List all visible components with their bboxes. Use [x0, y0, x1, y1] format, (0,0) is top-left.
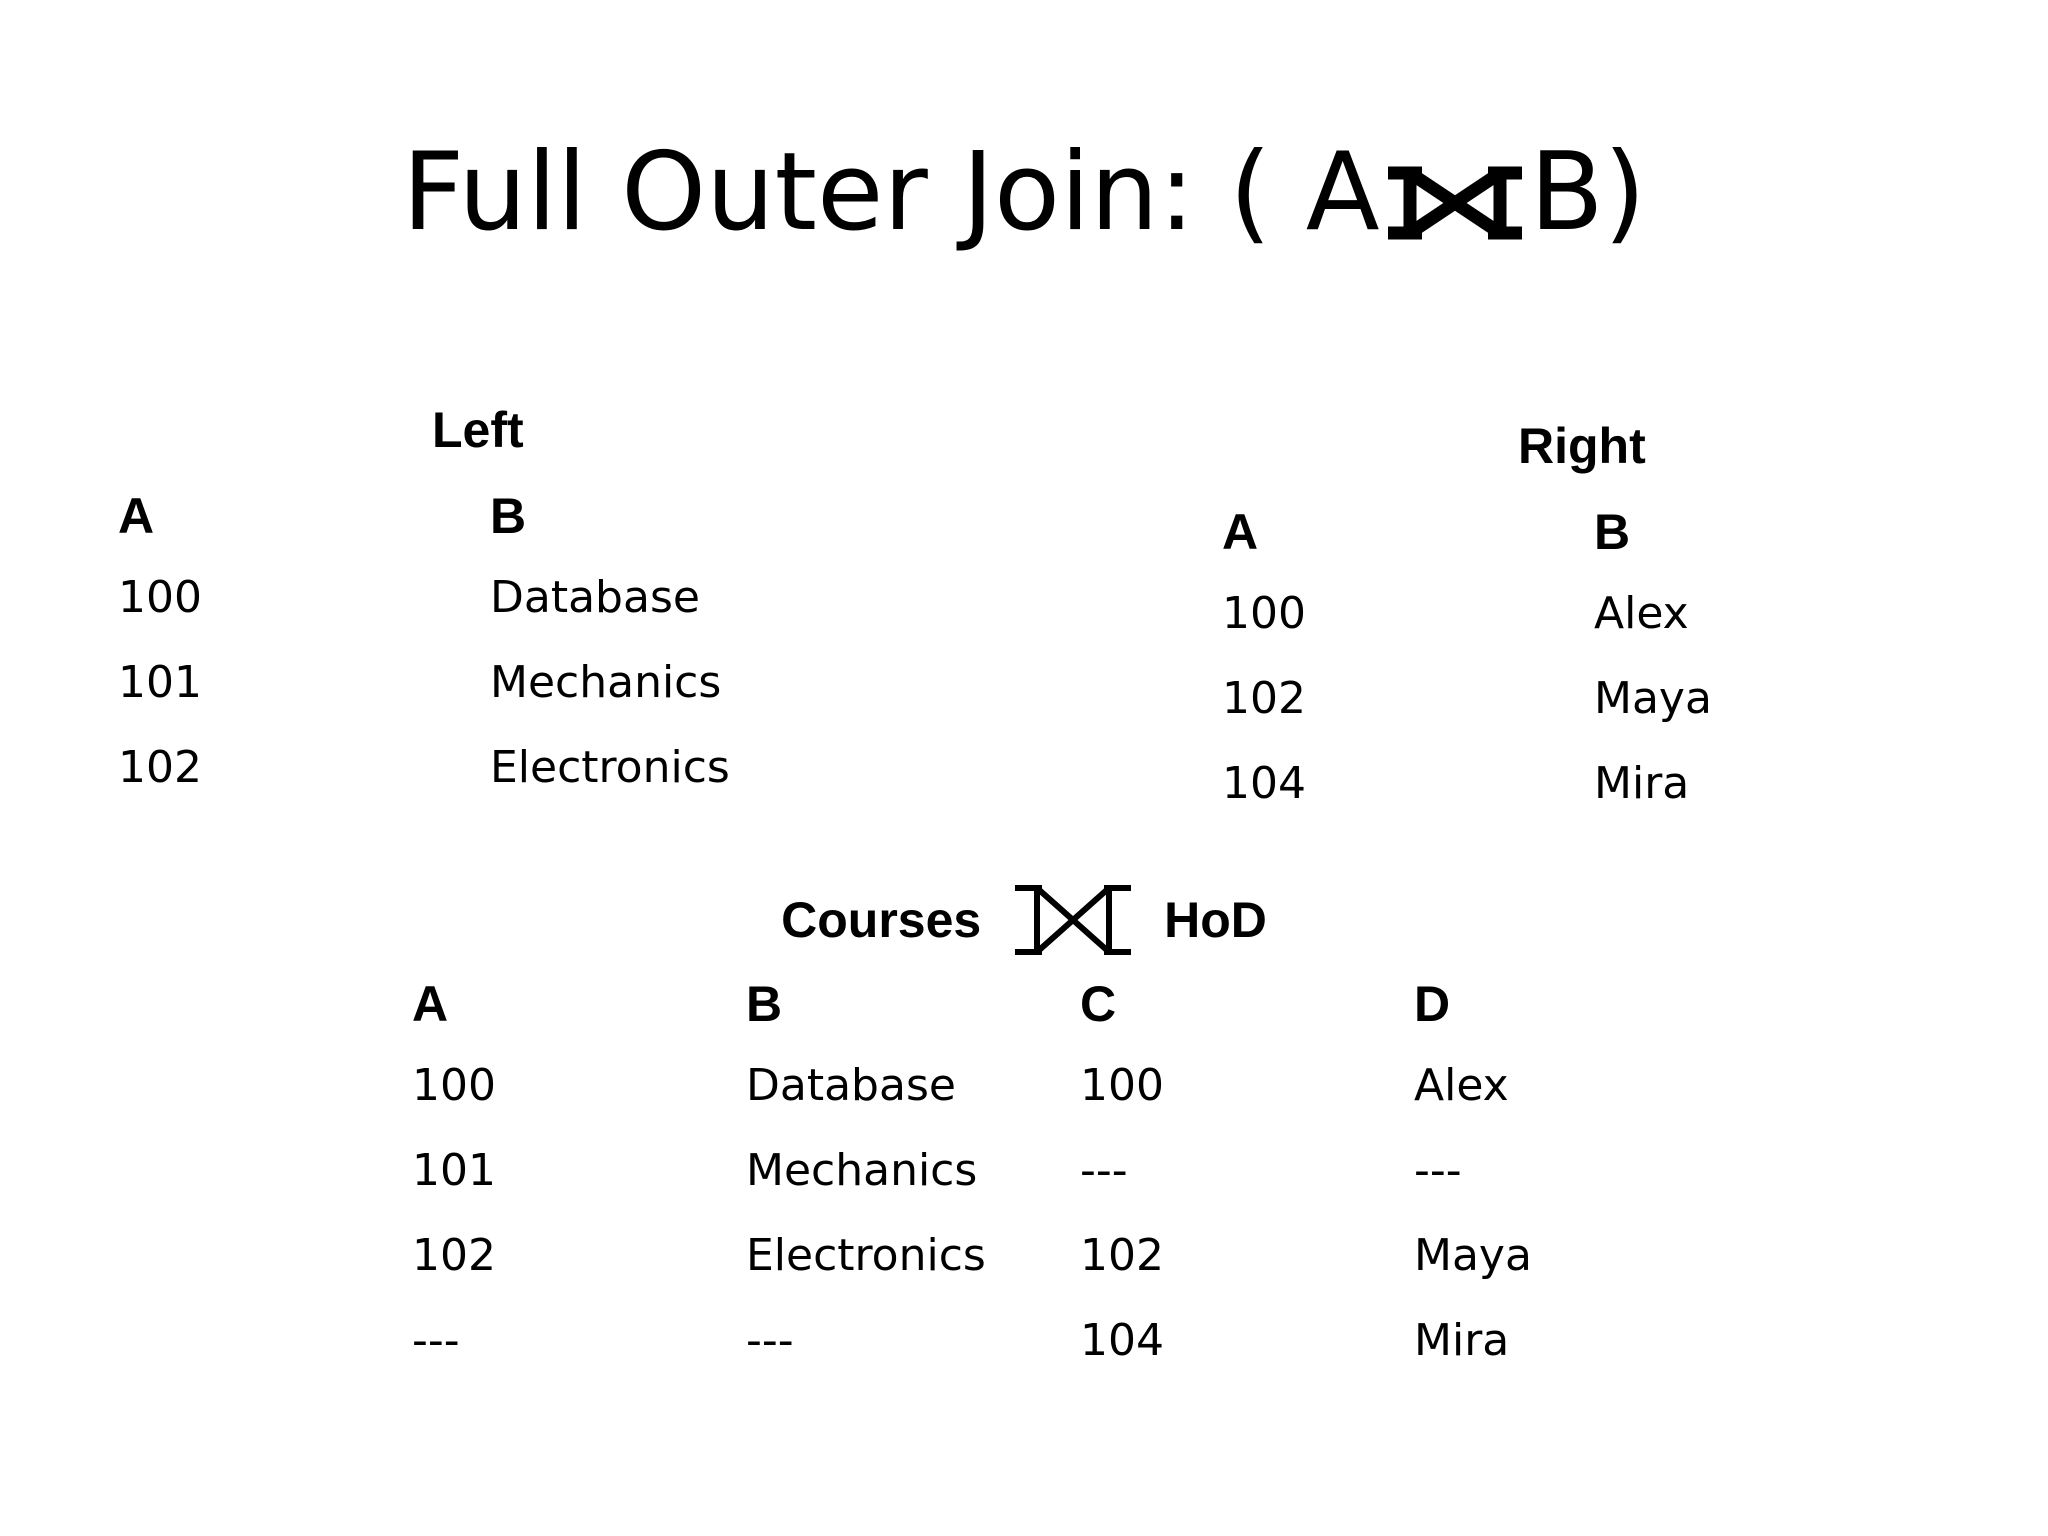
- right-table-cell: 104: [1222, 758, 1306, 809]
- title-prefix: Full Outer Join: ( A: [402, 130, 1380, 255]
- right-table-cell: Alex: [1594, 588, 1689, 639]
- result-table-cell: ---: [1080, 1145, 1128, 1196]
- result-table-header-a: A: [412, 976, 449, 1032]
- right-table-cell: 100: [1222, 588, 1306, 639]
- result-table-header-d: D: [1414, 976, 1451, 1032]
- result-table-cell: Maya: [1414, 1230, 1532, 1281]
- result-table-cell: Database: [746, 1060, 956, 1111]
- left-table-header-b: B: [490, 488, 527, 544]
- result-table-cell: Mechanics: [746, 1145, 978, 1196]
- right-table-header-a: A: [1222, 504, 1259, 560]
- left-table-caption: Left: [432, 402, 524, 458]
- result-table-cell: ---: [412, 1315, 460, 1366]
- full-outer-join-icon: [1012, 880, 1134, 960]
- left-table-header-a: A: [118, 488, 155, 544]
- left-table-cell: Mechanics: [490, 657, 722, 708]
- left-table-cell: 101: [118, 657, 202, 708]
- right-table-caption: Right: [1518, 418, 1646, 474]
- result-table-cell: 100: [412, 1060, 496, 1111]
- result-table-cell: ---: [746, 1315, 794, 1366]
- result-caption-right: HoD: [1164, 892, 1267, 948]
- result-caption-left: Courses: [781, 892, 982, 948]
- result-table-cell: Mira: [1414, 1315, 1510, 1366]
- right-table-cell: Maya: [1594, 673, 1712, 724]
- result-table-caption: Courses HoD: [0, 880, 2048, 960]
- title-suffix: B): [1529, 130, 1646, 255]
- right-table-cell: Mira: [1594, 758, 1690, 809]
- result-table-cell: 100: [1080, 1060, 1164, 1111]
- left-table-cell: Electronics: [490, 742, 730, 793]
- slide-title: Full Outer Join: ( A B): [0, 128, 2048, 258]
- result-table-cell: Electronics: [746, 1230, 986, 1281]
- result-table-cell: 101: [412, 1145, 496, 1196]
- result-table-cell: 104: [1080, 1315, 1164, 1366]
- right-table-header-b: B: [1594, 504, 1631, 560]
- result-table-cell: 102: [412, 1230, 496, 1281]
- right-table-cell: 102: [1222, 673, 1306, 724]
- result-table-header-b: B: [746, 976, 783, 1032]
- result-table-cell: ---: [1414, 1145, 1462, 1196]
- result-table-cell: 102: [1080, 1230, 1164, 1281]
- full-outer-join-icon: [1380, 128, 1530, 258]
- left-table-cell: 100: [118, 572, 202, 623]
- left-table-cell: Database: [490, 572, 700, 623]
- left-table-cell: 102: [118, 742, 202, 793]
- result-table-header-c: C: [1080, 976, 1117, 1032]
- result-table-cell: Alex: [1414, 1060, 1509, 1111]
